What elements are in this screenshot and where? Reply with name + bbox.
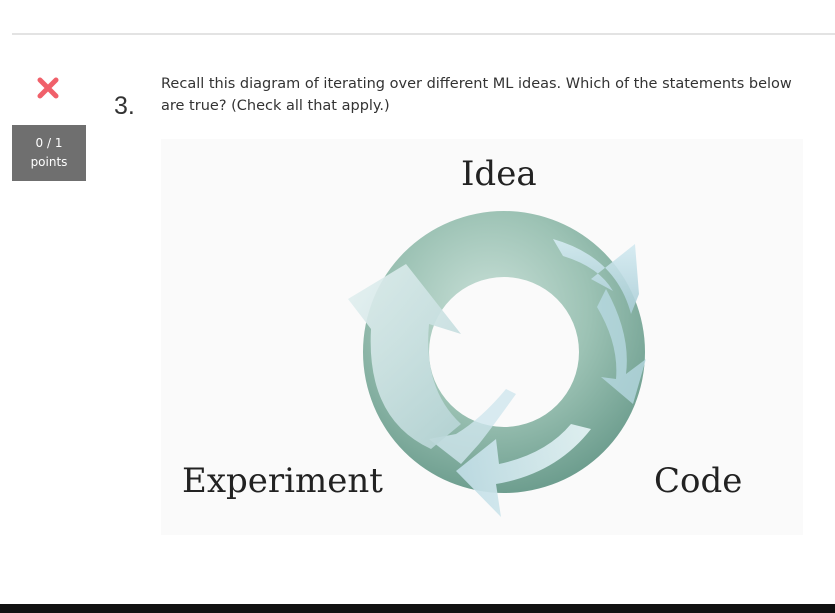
arrow-code-to-experiment (456, 424, 591, 517)
arrow-experiment-segment (429, 389, 516, 464)
label-idea: Idea (461, 154, 537, 194)
close-icon (37, 77, 59, 99)
score-badge: 0 / 1 points (12, 125, 86, 181)
iteration-diagram: Idea Code Experiment (161, 139, 803, 535)
bottom-bar (0, 604, 835, 613)
label-code: Code (654, 461, 743, 501)
arrow-idea-to-code (553, 239, 639, 314)
top-divider (12, 33, 835, 35)
arrow-experiment-to-idea (348, 264, 461, 449)
question-number: 3. (114, 92, 135, 120)
score-label: points (30, 155, 68, 169)
arrow-code-segment (597, 289, 646, 404)
score-value: 0 / 1 (35, 136, 63, 150)
cycle-arrows-graphic (348, 211, 646, 517)
label-experiment: Experiment (182, 461, 383, 501)
question-text: Recall this diagram of iterating over di… (161, 76, 792, 114)
